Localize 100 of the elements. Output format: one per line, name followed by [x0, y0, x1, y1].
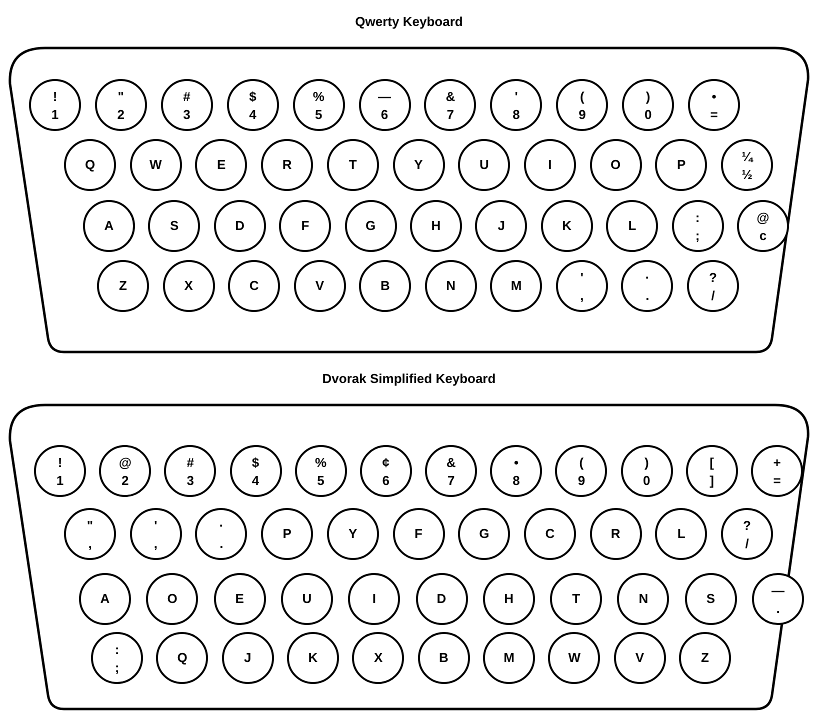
key-character: ' — [514, 90, 518, 104]
key-character: @ — [756, 211, 770, 225]
key-character: G — [479, 527, 490, 541]
key-character: X — [374, 651, 383, 665]
keyboard-key — [687, 260, 739, 312]
key-character: G — [366, 219, 376, 233]
keyboard-key — [416, 573, 468, 625]
key-character: Y — [348, 527, 358, 541]
key-character: 4 — [249, 108, 256, 122]
key-character: F — [301, 219, 310, 233]
keyboard-key — [29, 79, 81, 131]
key-character: ! — [52, 90, 58, 104]
key-character: 5 — [317, 474, 324, 488]
key-character: 0 — [644, 108, 652, 122]
key-character: J — [244, 651, 252, 665]
key-character: — — [378, 90, 391, 104]
keyboard-key — [721, 139, 773, 191]
key-character: = — [710, 108, 718, 122]
key-character: H — [431, 219, 441, 233]
key-character: · — [645, 271, 650, 285]
key-character: : — [695, 211, 700, 225]
key-character: C — [545, 527, 555, 541]
key-character: Y — [414, 158, 423, 172]
keyboard-key — [358, 79, 410, 131]
key-character: B — [438, 651, 448, 665]
key-character: O — [610, 158, 621, 172]
key-character: U — [479, 158, 489, 172]
keyboard-key — [688, 79, 740, 131]
keyboard-title: Dvorak Simplified Keyboard — [322, 371, 496, 386]
key-character: ) — [646, 90, 650, 104]
keyboard-key — [752, 573, 804, 625]
key-character: ( — [579, 456, 584, 470]
key-character: & — [446, 90, 456, 104]
key-character: 8 — [512, 474, 520, 488]
key-character: 5 — [314, 108, 322, 122]
key-character: ; — [114, 661, 120, 675]
key-character: • — [712, 90, 716, 104]
key-character: + — [773, 456, 781, 470]
key-character: ' — [580, 271, 584, 285]
key-character: , — [88, 537, 92, 551]
key-character: 0 — [643, 474, 650, 488]
keyboard-key — [392, 139, 444, 191]
key-character: T — [572, 592, 580, 606]
key-character: 2 — [117, 108, 124, 122]
key-character: E — [235, 592, 244, 606]
key-character: R — [282, 158, 292, 172]
key-character: 1 — [51, 108, 59, 122]
key-character: L — [628, 219, 636, 233]
key-character: % — [314, 456, 326, 470]
key-character: T — [348, 158, 357, 172]
key-character: N — [638, 592, 648, 606]
keyboard-key — [64, 139, 116, 191]
key-character: ] — [710, 474, 714, 488]
key-character: K — [308, 651, 318, 665]
key-character: P — [282, 527, 292, 541]
key-character: $ — [252, 456, 260, 470]
key-character: 9 — [578, 108, 586, 122]
key-character: 3 — [183, 108, 190, 122]
key-character: B — [380, 279, 390, 293]
key-character: M — [510, 279, 522, 293]
key-character: S — [706, 592, 716, 606]
key-character: 1 — [56, 474, 64, 488]
key-character: R — [610, 527, 620, 541]
key-character: ; — [695, 229, 700, 243]
key-character: ¢ — [382, 456, 390, 470]
key-character: Q — [84, 158, 96, 172]
key-character: 4 — [252, 474, 260, 488]
key-character: ) — [644, 456, 649, 470]
key-character: V — [315, 279, 324, 293]
key-character: . — [646, 289, 650, 303]
key-character: D — [436, 592, 446, 606]
key-character: J — [498, 219, 505, 233]
key-character: A — [104, 219, 114, 233]
key-character: O — [167, 592, 178, 606]
key-character: / — [711, 289, 715, 303]
key-character: K — [562, 219, 572, 233]
key-character: M — [504, 651, 514, 665]
keyboard-key — [751, 445, 803, 497]
key-character: I — [548, 158, 552, 172]
key-character: A — [100, 592, 110, 606]
keyboard-key — [721, 508, 773, 560]
key-character: N — [446, 279, 456, 293]
key-character: ? — [743, 519, 751, 533]
key-character: · — [219, 519, 224, 533]
keyboard-key — [79, 573, 131, 625]
key-character: S — [170, 219, 179, 233]
keyboard-key — [64, 508, 116, 560]
key-character: ! — [58, 456, 62, 470]
key-character: ¼ — [742, 150, 752, 164]
key-character: 6 — [382, 474, 390, 488]
key-character: = — [773, 474, 781, 488]
key-character: Z — [701, 651, 709, 665]
key-character: U — [302, 592, 312, 606]
key-character: • — [514, 456, 519, 470]
key-character: [ — [710, 456, 714, 470]
key-character: Q — [177, 651, 188, 665]
key-character: , — [580, 289, 584, 303]
key-character: 6 — [380, 108, 388, 122]
keyboard-key — [97, 260, 149, 312]
key-character: / — [745, 537, 749, 551]
